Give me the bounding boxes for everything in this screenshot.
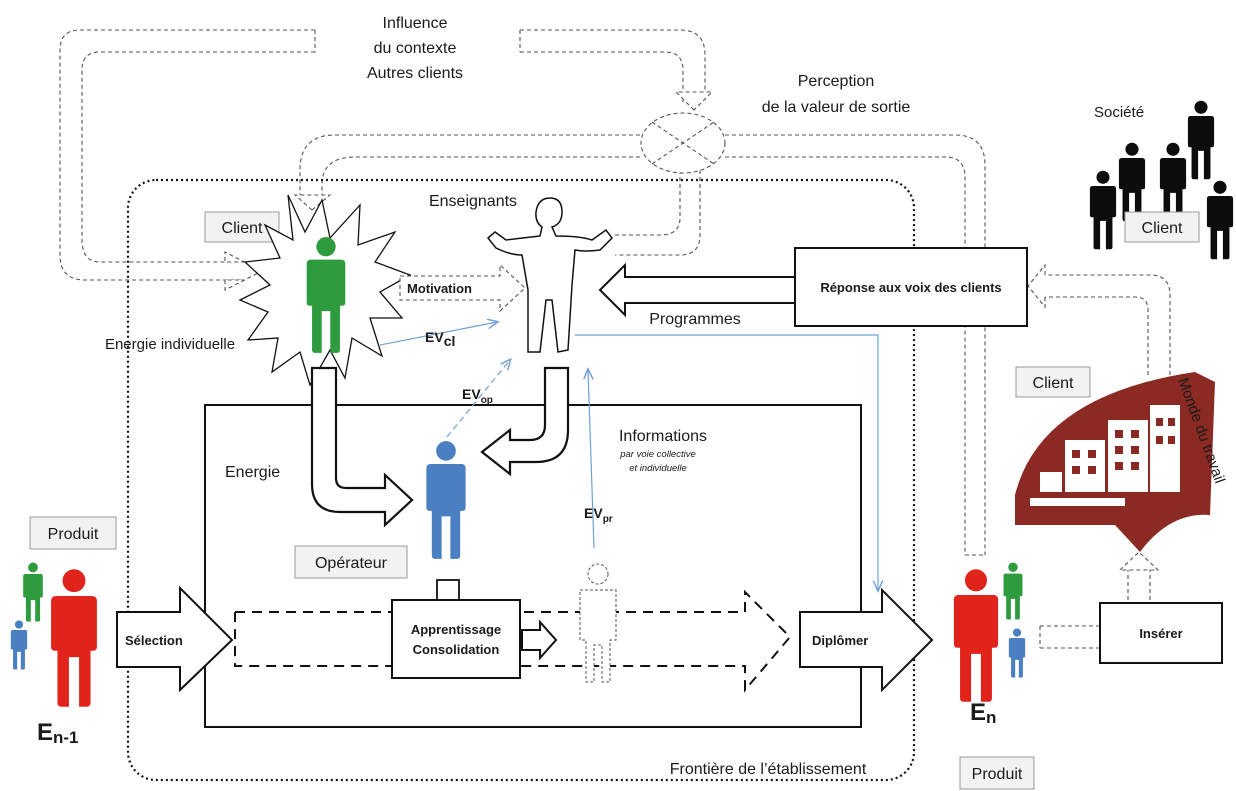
produit-label-right: Produit — [972, 766, 1023, 783]
operator-connector — [436, 579, 460, 601]
inserer-box[interactable] — [1099, 602, 1223, 664]
ev-cl-label: EVcl — [425, 329, 455, 349]
ev-op-label: EVop — [462, 386, 493, 406]
energie-individuelle-label: Energie individuelle — [105, 336, 235, 353]
apprentissage-label: Apprentissage — [411, 622, 501, 637]
teacher-to-operator-arrow — [480, 366, 570, 477]
graduate-green-icon — [1003, 562, 1023, 620]
produit-badge-right — [959, 756, 1035, 790]
diplomer-arrow[interactable] — [799, 587, 934, 693]
perception-label-2: de la valeur de sortie — [762, 99, 911, 116]
client-badge-right — [1015, 366, 1091, 398]
selection-label: Sélection — [125, 633, 183, 648]
product-outline-person-icon — [579, 563, 617, 683]
influence-label-3: Autres clients — [367, 65, 463, 82]
ev-cl-line — [379, 322, 497, 346]
energie-label: Energie — [225, 464, 280, 481]
graduate-red-icon — [953, 569, 999, 702]
selection-arrow[interactable] — [116, 585, 234, 693]
apprentissage-box — [391, 599, 521, 679]
building-icon — [1015, 372, 1215, 552]
reponse-box — [794, 247, 1028, 327]
e-right-label: En — [970, 699, 996, 727]
client-label-left: Client — [222, 220, 263, 237]
graduate-blue-icon — [1008, 628, 1026, 678]
operator-person-icon — [426, 441, 466, 559]
inserer-label: Insérer — [1139, 626, 1182, 641]
apprentissage-arrow — [521, 619, 558, 661]
produit-badge-left — [29, 516, 117, 550]
perception-loop — [293, 112, 986, 556]
perception-label-1: Perception — [798, 73, 875, 90]
process-dashed-arrow — [234, 589, 792, 693]
influence-label-2: du contexte — [374, 40, 457, 57]
informations-sub-1: par voie collective — [619, 449, 696, 460]
client-badge-society — [1124, 211, 1200, 243]
inner-process-box — [204, 404, 862, 728]
reponse-label: Réponse aux voix des clients — [820, 280, 1001, 295]
ev-pr-label: EVpr — [584, 505, 613, 525]
student-blue-icon-left — [10, 620, 28, 670]
teachers-icon — [486, 197, 613, 353]
energy-arrow — [310, 366, 414, 528]
client-label-society: Client — [1142, 220, 1183, 237]
establishment-boundary — [126, 178, 916, 782]
e-left-label: En-1 — [37, 719, 79, 747]
diplomer-label: Diplômer — [812, 633, 868, 648]
teacher-to-diploma-line — [575, 334, 878, 590]
ev-pr-line — [588, 370, 595, 549]
operateur-label: Opérateur — [315, 555, 388, 572]
influence-label-1: Influence — [383, 15, 448, 32]
student-green-icon-left — [23, 562, 43, 622]
societe-label: Société — [1094, 104, 1144, 121]
produit-label-left: Produit — [48, 526, 99, 543]
programmes-arrow — [598, 262, 796, 318]
ev-op-line — [446, 360, 510, 438]
operateur-badge — [294, 545, 408, 579]
client-label-right: Client — [1033, 375, 1074, 392]
consolidation-label: Consolidation — [413, 642, 500, 657]
motivation-arrow — [399, 263, 526, 313]
programmes-label: Programmes — [649, 311, 741, 328]
frontiere-label: Frontière de l’établissement — [670, 761, 867, 778]
student-red-icon-left — [51, 569, 97, 707]
informations-label: Informations — [619, 428, 707, 445]
motivation-label: Motivation — [407, 281, 472, 296]
informations-sub-2: et individuelle — [629, 463, 687, 474]
enseignants-label: Enseignants — [429, 193, 517, 210]
